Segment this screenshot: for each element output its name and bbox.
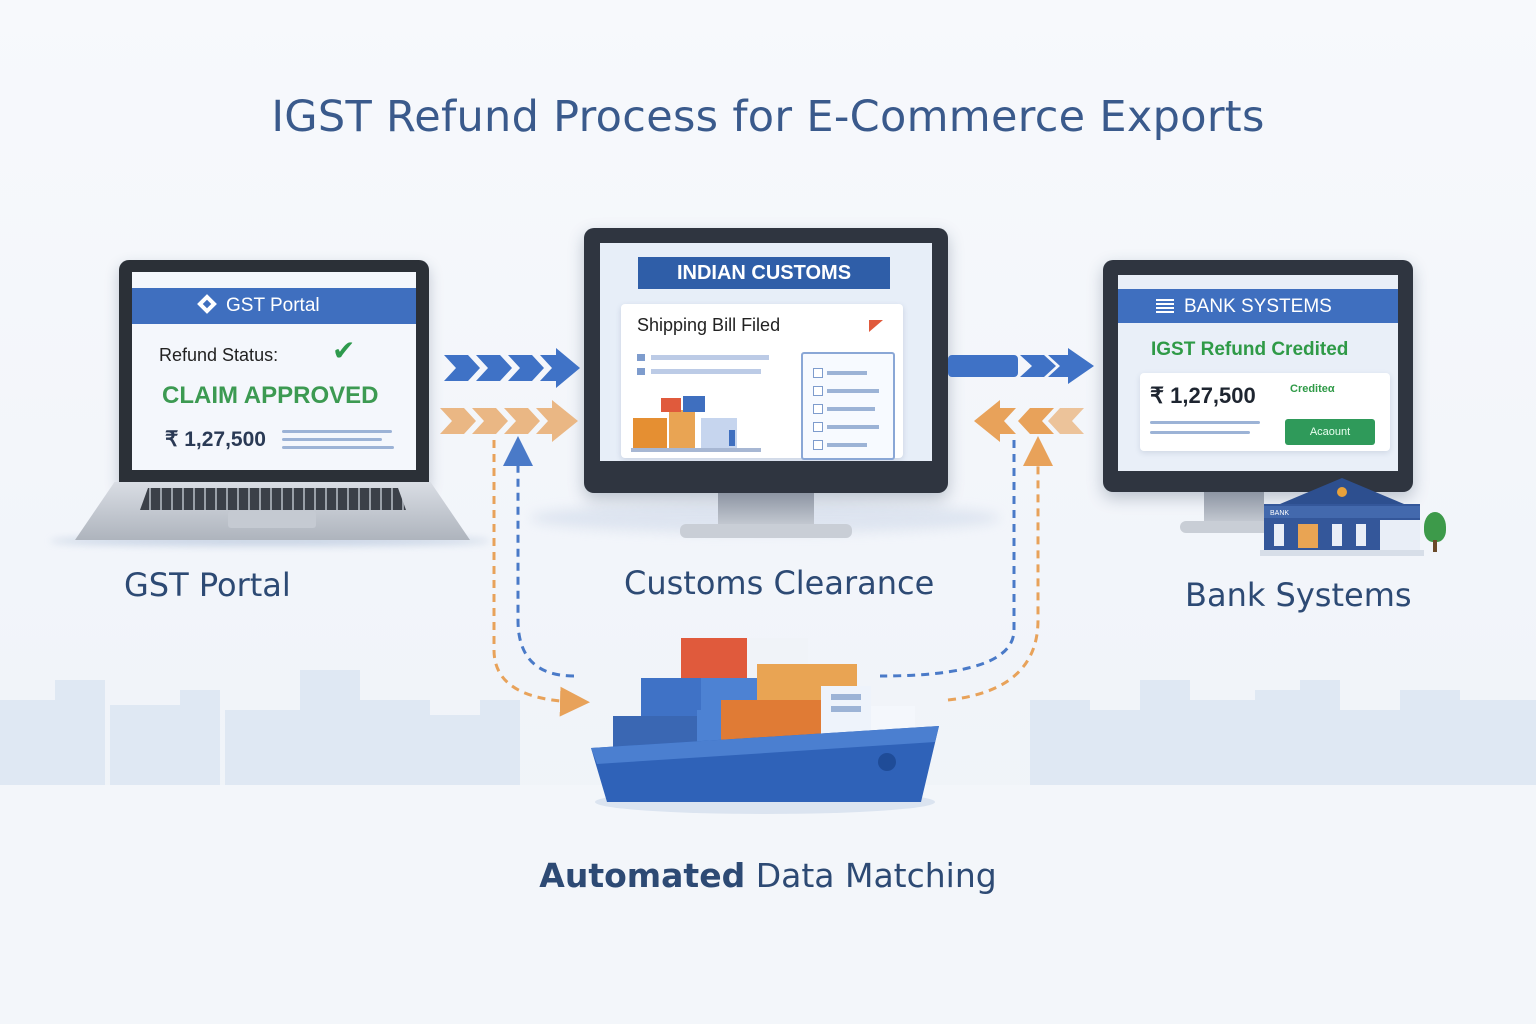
gst-portal-screen: GST Portal Refund Status: ✔ CLAIM APPROV…: [132, 272, 416, 470]
bank-building-icon: BANK: [1260, 478, 1424, 556]
bank-credit-card: ₹ 1,27,500 Crediteα Acaount: [1140, 373, 1390, 451]
customs-monitor-foot: [680, 524, 852, 538]
customs-monitor-stand: [718, 493, 814, 527]
bank-systems-header: BANK SYSTEMS: [1118, 289, 1398, 323]
bank-credited-amount: ₹ 1,27,500: [1150, 383, 1256, 408]
red-flag-icon: [869, 320, 883, 332]
shipping-bill-label: Shipping Bill Filed: [637, 315, 781, 335]
gst-logo-icon: [197, 294, 217, 314]
refund-status-label: Refund Status:: [159, 345, 279, 365]
igst-refund-credited-label: IGST Refund Credited: [1151, 339, 1349, 360]
gst-portal-header-title: GST Portal: [226, 295, 320, 316]
bank-building-sign: BANK: [1270, 510, 1289, 517]
tree-icon: [1424, 512, 1446, 542]
indian-customs-header: INDIAN CUSTOMS: [638, 257, 890, 289]
automated-caption-rest: Data Matching: [745, 856, 997, 895]
cargo-ship-icon: [591, 638, 939, 814]
claim-status: CLAIM APPROVED: [162, 382, 379, 409]
laptop-shadow: [50, 536, 490, 546]
bank-systems-caption: Bank Systems: [1185, 576, 1412, 614]
customs-clearance-caption: Customs Clearance: [624, 564, 935, 602]
cargo-boxes-icon: [631, 396, 761, 452]
gst-portal-header: GST Portal: [132, 288, 416, 324]
bank-systems-header-title: BANK SYSTEMS: [1184, 296, 1332, 317]
shipping-bill-card: Shipping Bill Filed: [621, 304, 903, 460]
customs-screen: INDIAN CUSTOMS Shipping Bill Filed: [600, 243, 932, 461]
account-button[interactable]: Acaount: [1285, 419, 1375, 445]
tree-trunk: [1433, 540, 1437, 552]
laptop-trackpad: [228, 511, 316, 528]
page-title: IGST Refund Process for E-Commerce Expor…: [271, 92, 1265, 142]
check-icon: ✔: [332, 334, 356, 367]
gst-portal-caption: GST Portal: [124, 566, 291, 604]
bank-list-icon: [1156, 299, 1174, 313]
bank-monitor-stand: [1204, 492, 1264, 524]
bank-screen: BANK SYSTEMS IGST Refund Credited ₹ 1,27…: [1118, 275, 1398, 471]
gst-refund-amount: ₹ 1,27,500: [165, 428, 266, 451]
automated-data-matching-caption: Automated Data Matching: [0, 856, 1536, 895]
credited-tag: Crediteα: [1290, 383, 1335, 395]
document-icon: [801, 352, 895, 460]
laptop-keyboard: [140, 488, 406, 510]
automated-caption-strong: Automated: [539, 856, 746, 895]
bank-monitor-foot: [1180, 521, 1290, 533]
